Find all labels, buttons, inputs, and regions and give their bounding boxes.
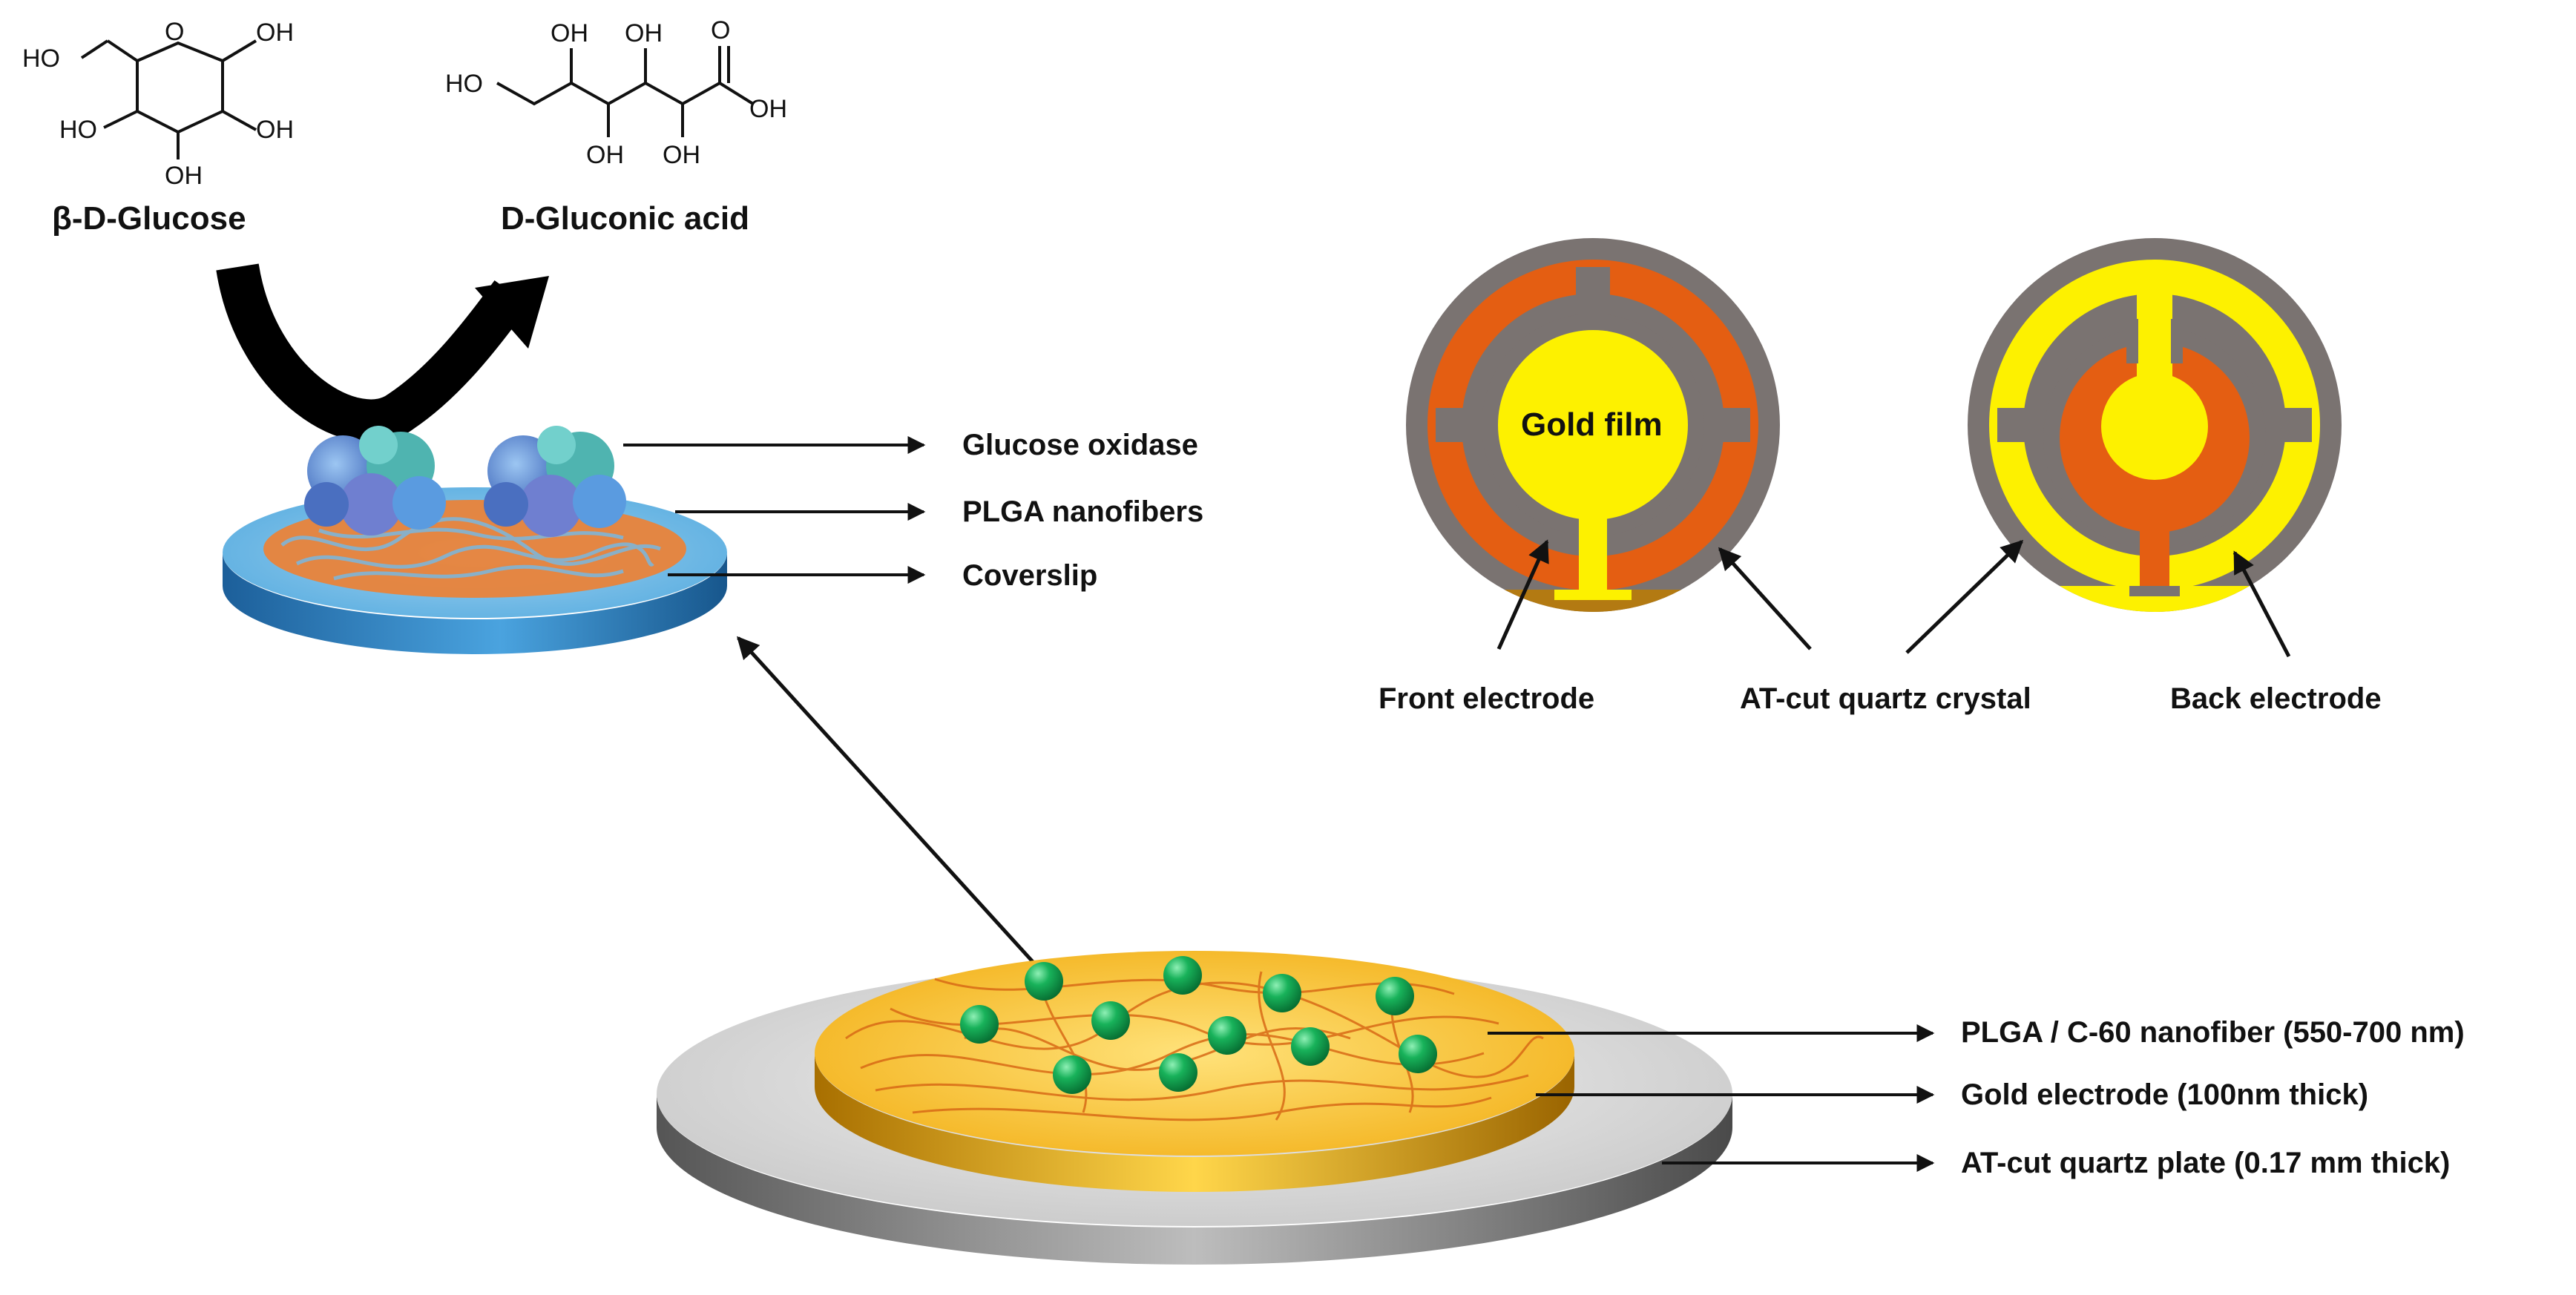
coverslip-assembly [223,487,727,654]
nanoparticle-bead-icon [1376,977,1414,1015]
glucose-ho-label: HO [59,116,97,144]
front-electrode-arrow [1496,539,1549,650]
glucose-ho-label: HO [22,45,60,73]
quartz-device [657,951,1732,1265]
nanoparticle-bead-icon [1025,962,1063,1001]
c60-bead-group [960,956,1437,1094]
quartz-crystal-label: AT-cut quartz crystal [1740,682,2031,715]
gluconic-ho-label: HO [445,70,483,98]
gluconic-acid-structure [496,46,755,137]
nanoparticle-bead-icon [1399,1035,1437,1073]
glucose-oxidase-label: Glucose oxidase [962,429,1198,461]
plga-c60-nanofiber-mat [845,971,1544,1121]
nanofiber-label: PLGA / C-60 nanofiber (550-700 nm) [1961,1016,2465,1049]
gluconic-oh-label: OH [749,95,787,123]
nanoparticle-bead-icon [1091,1001,1130,1040]
front-electrode-diagram [1406,238,1780,612]
back-electrode-arrow [2232,550,2291,658]
gluconic-oh-label: OH [551,19,588,47]
glucose-name: β-D-Glucose [52,200,246,237]
glucose-oh-label: OH [165,162,203,190]
glucose-structure [80,39,257,159]
gold-electrode-label: Gold electrode (100nm thick) [1961,1078,2369,1111]
gluconic-oh-label: OH [586,141,624,169]
nanoparticle-bead-icon [1208,1016,1246,1055]
gluconic-oh-label: OH [625,19,663,47]
glucose-oh-label: OH [256,19,294,47]
nanoparticle-bead-icon [1291,1027,1330,1066]
nanoparticle-bead-icon [960,1005,999,1044]
plga-nanofibers-label: PLGA nanofibers [962,495,1204,528]
gold-electrode-layer [815,1053,1574,1192]
back-electrode-diagram [1968,238,2342,612]
transfer-arrow [736,636,1036,966]
curved-reaction-arrow-icon [216,263,549,443]
gold-film-label: Gold film [1521,406,1663,443]
quartz-arrow-left [1718,547,1812,650]
quartz-plate-label: AT-cut quartz plate (0.17 mm thick) [1961,1147,2451,1179]
gluconic-oh-label: OH [663,141,700,169]
glucose-oxidase-enzyme-icon [304,426,446,536]
gluconic-acid-name: D-Gluconic acid [501,200,749,237]
nanoparticle-bead-icon [1163,956,1202,995]
nanoparticle-bead-icon [1263,974,1301,1012]
glucose-oh-label: OH [256,116,294,144]
nanoparticle-bead-icon [1053,1055,1091,1094]
coverslip-label: Coverslip [962,559,1098,592]
glucose-oxidase-enzyme-icon [484,426,626,537]
nanoparticle-bead-icon [1159,1053,1197,1092]
ring-oxygen-label: O [165,18,184,46]
quartz-arrow-right [1905,539,2024,654]
back-electrode-label: Back electrode [2170,682,2382,715]
front-electrode-label: Front electrode [1379,682,1595,715]
carbonyl-oxygen-label: O [711,16,730,45]
